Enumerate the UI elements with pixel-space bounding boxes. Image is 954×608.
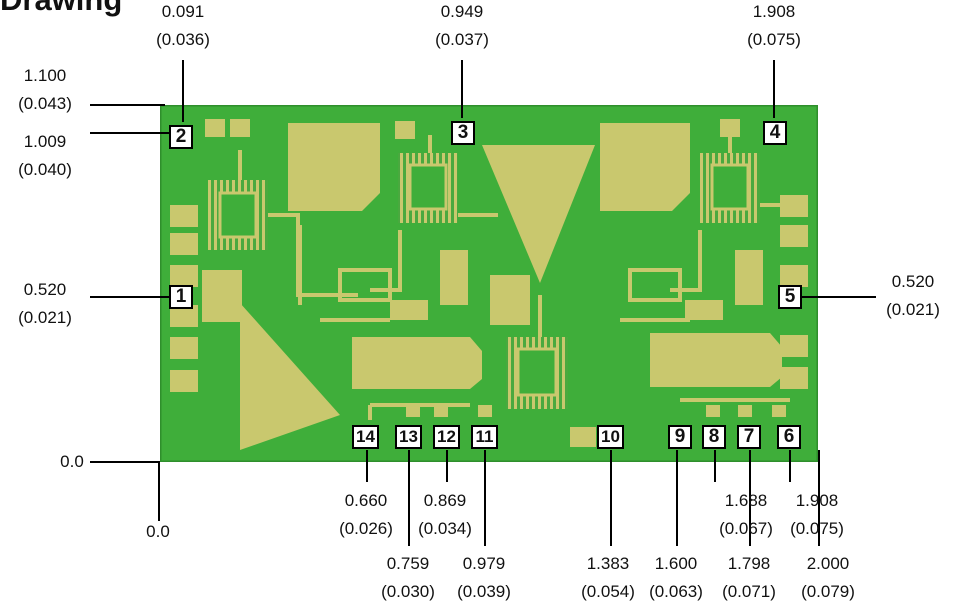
leader-left-1009 — [90, 132, 170, 134]
dim-mm: 0.759 — [386, 554, 430, 573]
dim-top-4: 1.908 (0.075) — [729, 0, 819, 54]
dim-mm: 0.949 — [440, 2, 484, 21]
dim-top-3: 0.949 (0.037) — [417, 0, 507, 54]
leader-bottom-10 — [610, 450, 612, 546]
leader-left-520 — [90, 296, 170, 298]
dim-bottom-13: 0.759 (0.030) — [366, 550, 450, 606]
dim-in: (0.026) — [339, 519, 393, 538]
pad-label-7: 7 — [737, 425, 761, 449]
pad-label-2: 2 — [169, 125, 193, 149]
leader-top-2 — [182, 60, 184, 122]
dim-mm: 0.520 — [23, 280, 67, 299]
leader-right-520 — [802, 296, 876, 298]
pad-label-9: 9 — [668, 425, 692, 449]
page-title: Drawing — [0, 0, 122, 18]
leader-bottom-9 — [676, 450, 678, 546]
leader-bottom-6 — [789, 450, 791, 482]
leader-origin-y — [90, 461, 160, 463]
chip-die-image — [160, 105, 818, 462]
dim-in: (0.040) — [18, 160, 72, 179]
dim-left-520: 0.520 (0.021) — [0, 276, 90, 332]
dim-in: (0.071) — [722, 582, 776, 601]
pad-label-5: 5 — [778, 285, 802, 309]
pad-label-11: 11 — [471, 425, 498, 449]
dim-in: (0.063) — [649, 582, 703, 601]
dim-top-2: 0.091 (0.036) — [138, 0, 228, 54]
pad-label-3: 3 — [451, 121, 475, 145]
origin-y-label: 0.0 — [60, 452, 84, 471]
dim-mm: 0.520 — [891, 272, 935, 291]
leader-bottom-14 — [366, 450, 368, 482]
leader-bottom-13 — [408, 450, 410, 546]
pad-label-6: 6 — [777, 425, 801, 449]
pad-label-12: 12 — [433, 425, 460, 449]
dim-mm: 1.908 — [795, 491, 839, 510]
dim-mm: 1.009 — [23, 132, 67, 151]
leader-left-1100 — [90, 104, 165, 106]
dim-mm: 0.869 — [423, 491, 467, 510]
dim-in: (0.030) — [381, 582, 435, 601]
dim-mm: 0.660 — [344, 491, 388, 510]
dim-right-520: 0.520 (0.021) — [872, 268, 954, 324]
leader-bottom-8 — [714, 450, 716, 482]
dim-bottom-6: 1.908 (0.075) — [775, 487, 859, 543]
dim-mm: 1.600 — [654, 554, 698, 573]
leader-bottom-7 — [749, 450, 751, 546]
pad-label-4: 4 — [763, 121, 787, 145]
dim-bottom-9: 1.600 (0.063) — [634, 550, 718, 606]
dim-in: (0.034) — [418, 519, 472, 538]
dim-mm: 2.000 — [806, 554, 850, 573]
dim-mm: 1.688 — [724, 491, 768, 510]
dim-mm: 0.979 — [462, 554, 506, 573]
dim-in: (0.079) — [801, 582, 855, 601]
dim-bottom-2000: 2.000 (0.079) — [786, 550, 870, 606]
dim-mm: 0.091 — [161, 2, 205, 21]
dim-in: (0.054) — [581, 582, 635, 601]
leader-top-3 — [461, 60, 463, 118]
dim-left-1009: 1.009 (0.040) — [0, 128, 90, 184]
dim-in: (0.036) — [156, 30, 210, 49]
dim-bottom-14: 0.660 (0.026) — [324, 487, 408, 543]
dim-bottom-12: 0.869 (0.034) — [403, 487, 487, 543]
dim-in: (0.043) — [18, 94, 72, 113]
dim-in: (0.075) — [790, 519, 844, 538]
pad-label-13: 13 — [395, 425, 422, 449]
dim-in: (0.067) — [719, 519, 773, 538]
dim-in: (0.075) — [747, 30, 801, 49]
dim-mm: 1.383 — [586, 554, 630, 573]
dim-in: (0.037) — [435, 30, 489, 49]
dim-bottom-10: 1.383 (0.054) — [566, 550, 650, 606]
leader-bottom-11 — [484, 450, 486, 546]
dim-in: (0.021) — [18, 308, 72, 327]
dim-mm: 1.908 — [752, 2, 796, 21]
leader-top-4 — [773, 60, 775, 118]
leader-bottom-12 — [446, 450, 448, 482]
dim-in: (0.021) — [886, 300, 940, 319]
leader-bottom-2000 — [818, 450, 820, 546]
pad-label-14: 14 — [352, 425, 379, 449]
dim-bottom-8: 1.688 (0.067) — [704, 487, 788, 543]
dim-in: (0.039) — [457, 582, 511, 601]
pad-label-10: 10 — [597, 425, 624, 449]
leader-origin-x — [158, 461, 160, 521]
dim-bottom-7: 1.798 (0.071) — [707, 550, 791, 606]
origin-x-label: 0.0 — [146, 522, 170, 541]
dim-left-1100: 1.100 (0.043) — [0, 62, 90, 118]
pad-label-1: 1 — [169, 285, 193, 309]
dim-mm: 1.798 — [727, 554, 771, 573]
pad-label-8: 8 — [702, 425, 726, 449]
dim-mm: 1.100 — [23, 66, 67, 85]
dim-bottom-11: 0.979 (0.039) — [442, 550, 526, 606]
